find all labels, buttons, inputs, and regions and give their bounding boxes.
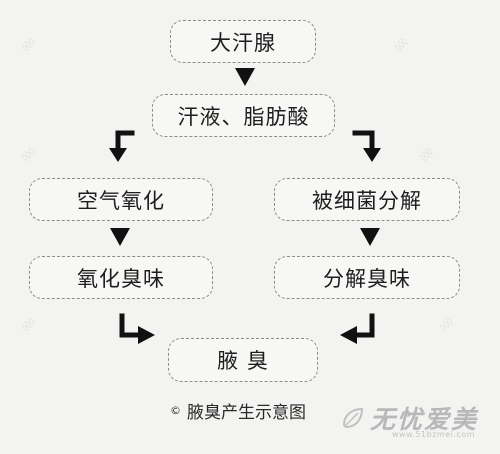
arrow-hook-left-head [109, 148, 127, 162]
arrow-down-icon [235, 68, 255, 86]
arrow-hook-left-icon [115, 130, 135, 153]
arrow-hook-right-icon [352, 130, 375, 153]
copyright-mark: © [170, 404, 181, 417]
node-oxidation-odor: 氧化臭味 [29, 256, 213, 299]
arrow-down-icon [360, 228, 380, 246]
arrow-hook-right-head [363, 148, 381, 162]
arrow-hook-down-left-head [340, 326, 357, 344]
arrow-down-icon [110, 228, 130, 246]
node-sweat-fatty-acid: 汗液、脂肪酸 [152, 94, 335, 137]
node-body-odor: 腋 臭 [168, 338, 318, 382]
leaf-logo-icon [342, 407, 364, 429]
watermark-logo: 无忧爱美 [340, 400, 478, 436]
diagram-caption: © 腋臭产生示意图 [170, 398, 306, 423]
watermark-url: www.51bzmei.com [392, 430, 475, 439]
node-decomposition-odor: 分解臭味 [274, 256, 460, 299]
arrow-hook-down-right-head [138, 326, 155, 344]
node-bacterial-decomposition: 被细菌分解 [274, 178, 460, 221]
caption-text: 腋臭产生示意图 [187, 403, 306, 423]
node-apocrine-gland: 大汗腺 [170, 20, 316, 63]
arrow-hook-down-left-icon [352, 313, 375, 338]
watermark-logo-text: 无忧爱美 [370, 405, 479, 434]
node-air-oxidation: 空气氧化 [29, 178, 213, 221]
arrow-hook-down-right-icon [119, 313, 143, 338]
